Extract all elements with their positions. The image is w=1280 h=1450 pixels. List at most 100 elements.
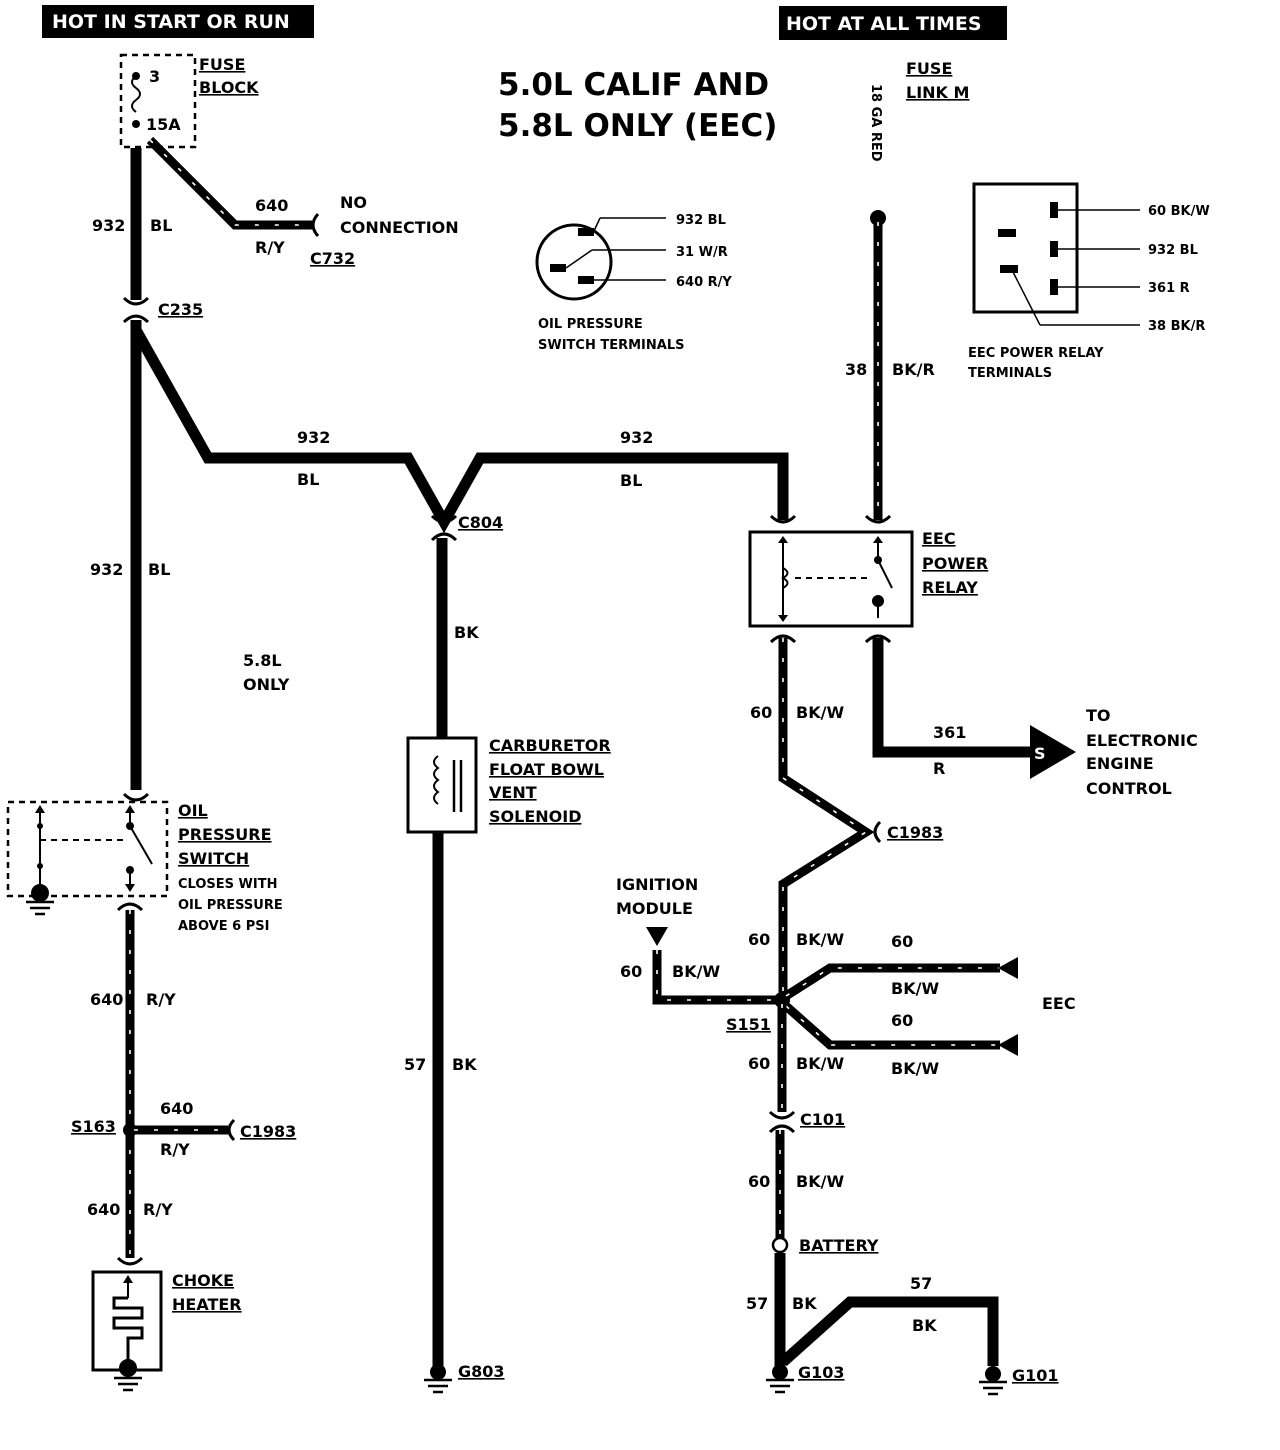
connector-c732: C732 [310, 249, 355, 268]
wire-640-nc-color: R/Y [255, 238, 285, 257]
oil-switch-terminal-view [535, 217, 666, 301]
eec-relay-terminal-view [972, 182, 1140, 326]
ground-g101-symbol [979, 1366, 1007, 1396]
oil-switch-n1: CLOSES WITH [178, 877, 277, 892]
wire-932-upper-circuit: 932 [92, 216, 125, 235]
wire-640-upper-color: R/Y [146, 990, 176, 1009]
wire-60-upper-color: BK/W [796, 930, 844, 949]
connector-c1983-upper-mark [873, 820, 882, 844]
eec-terminal-caption1: EEC POWER RELAY [968, 346, 1104, 361]
wire-932-lower-color: BL [148, 560, 170, 579]
wire-60-lower-color: BK/W [796, 1054, 844, 1073]
eec-relay-l2: POWER [922, 554, 988, 573]
wire-60-upper-circuit: 60 [748, 930, 770, 949]
eec-power-relay [748, 514, 914, 644]
eec-relay-l1: EEC [922, 529, 956, 548]
eec-dest-l1: TO [1086, 706, 1111, 725]
wire-57-bk-left-circuit: 57 [404, 1055, 426, 1074]
connector-c101-bottom [768, 1124, 796, 1134]
eec-relay-l3: RELAY [922, 578, 978, 597]
wire-361-r [872, 638, 1030, 758]
wire-60-eec2-color: BK/W [891, 1059, 939, 1078]
wire-60-ignition [652, 950, 780, 1005]
wire-60-eec1-color: BK/W [891, 979, 939, 998]
wire-60-eec2-circuit: 60 [891, 1011, 913, 1030]
wire-932-to-relay [131, 327, 789, 534]
battery-label: BATTERY [799, 1236, 879, 1255]
wire-640-lower-color: R/Y [143, 1200, 173, 1219]
solenoid-l1: CARBURETOR [489, 736, 611, 755]
wire-60-relay-color: BK/W [796, 703, 844, 722]
wire-932-h-right-circuit: 932 [620, 428, 653, 447]
header-left-bar [42, 5, 314, 38]
fuse-rating: 15A [146, 115, 181, 134]
connector-c235: C235 [158, 300, 203, 319]
wire-60-eec1 [783, 963, 1000, 1000]
battery-terminal [771, 1236, 789, 1254]
wire-57-bk-g101-color: BK [912, 1316, 937, 1335]
wire-60-ign-color: BK/W [672, 962, 720, 981]
oil-pressure-switch [6, 792, 169, 916]
ignition-module-l1: IGNITION [616, 875, 698, 894]
eec-branch2-end [998, 1034, 1018, 1056]
wire-361-circuit: 361 [933, 723, 966, 742]
wire-640-upper-circuit: 640 [90, 990, 123, 1009]
eec-s-arrow [1030, 725, 1076, 779]
splice-s163 [123, 1123, 137, 1137]
ground-g803: G803 [458, 1362, 505, 1381]
choke-heater [91, 1256, 163, 1392]
choke-heater-l1: CHOKE [172, 1271, 234, 1290]
eec-s-symbol: S [1034, 744, 1046, 763]
eec-terminal-t2: 932 BL [1148, 243, 1198, 258]
connector-c1983-lower: C1983 [240, 1122, 296, 1141]
eec-dest-l4: CONTROL [1086, 779, 1172, 798]
wire-932-h-right-color: BL [620, 471, 642, 490]
wire-640-branch-circuit: 640 [160, 1099, 193, 1118]
wire-38-color: BK/R [892, 360, 935, 379]
oil-switch-n2: OIL PRESSURE [178, 898, 283, 913]
wire-60-ign-circuit: 60 [620, 962, 642, 981]
wire-932-h-left-color: BL [297, 470, 319, 489]
fuse-number: 3 [149, 67, 160, 86]
oil-terminal-t1: 932 BL [676, 213, 726, 228]
connector-c1983-lower-mark [227, 1118, 236, 1142]
choke-heater-l2: HEATER [172, 1295, 242, 1314]
wire-57-bk-g101-circuit: 57 [910, 1274, 932, 1293]
wire-60-bottom-circuit: 60 [748, 1172, 770, 1191]
title-line2: 5.8L ONLY (EEC) [498, 108, 777, 144]
note-58-l1: 5.8L [243, 651, 282, 670]
wire-932-upper-color: BL [150, 216, 172, 235]
eec-terminal-t3: 361 R [1148, 281, 1190, 296]
ignition-module-arrow [646, 927, 668, 946]
wire-60-lower-circuit: 60 [748, 1054, 770, 1073]
no-connection-text2: CONNECTION [340, 218, 459, 237]
connector-c1983-upper: C1983 [887, 823, 943, 842]
ground-g803-symbol [424, 1364, 452, 1394]
wire-60-bottom-color: BK/W [796, 1172, 844, 1191]
connector-c101: C101 [800, 1110, 845, 1129]
oil-switch-l2: PRESSURE [178, 825, 272, 844]
wire-60-relay-circuit: 60 [750, 703, 772, 722]
connector-s151: S151 [726, 1015, 771, 1034]
wire-60-eec1-circuit: 60 [891, 932, 913, 951]
wire-bk-solenoid-color: BK [454, 623, 479, 642]
connector-c804-top [430, 514, 458, 524]
fuse-link-gauge: 18 GA RED [868, 84, 883, 162]
ground-g103: G103 [798, 1363, 845, 1382]
eec-terminal-t1: 60 BK/W [1148, 204, 1210, 219]
eec-terminal-t4: 38 BK/R [1148, 319, 1205, 334]
solenoid-l2: FLOAT BOWL [489, 760, 604, 779]
wire-57-bk-right-circuit: 57 [746, 1294, 768, 1313]
header-right-bar [779, 6, 1007, 40]
wire-57-bk-left-color: BK [452, 1055, 477, 1074]
eec-label: EEC [1042, 994, 1076, 1013]
no-connection-text1: NO [340, 193, 367, 212]
oil-switch-l3: SWITCH [178, 849, 249, 868]
solenoid-l4: SOLENOID [489, 807, 581, 826]
title-line1: 5.0L CALIF AND [498, 67, 769, 103]
oil-terminal-t2: 31 W/R [676, 245, 728, 260]
eec-terminal-caption2: TERMINALS [968, 366, 1052, 381]
ignition-module-l2: MODULE [616, 899, 693, 918]
wire-640-lower-circuit: 640 [87, 1200, 120, 1219]
oil-switch-l1: OIL [178, 801, 208, 820]
